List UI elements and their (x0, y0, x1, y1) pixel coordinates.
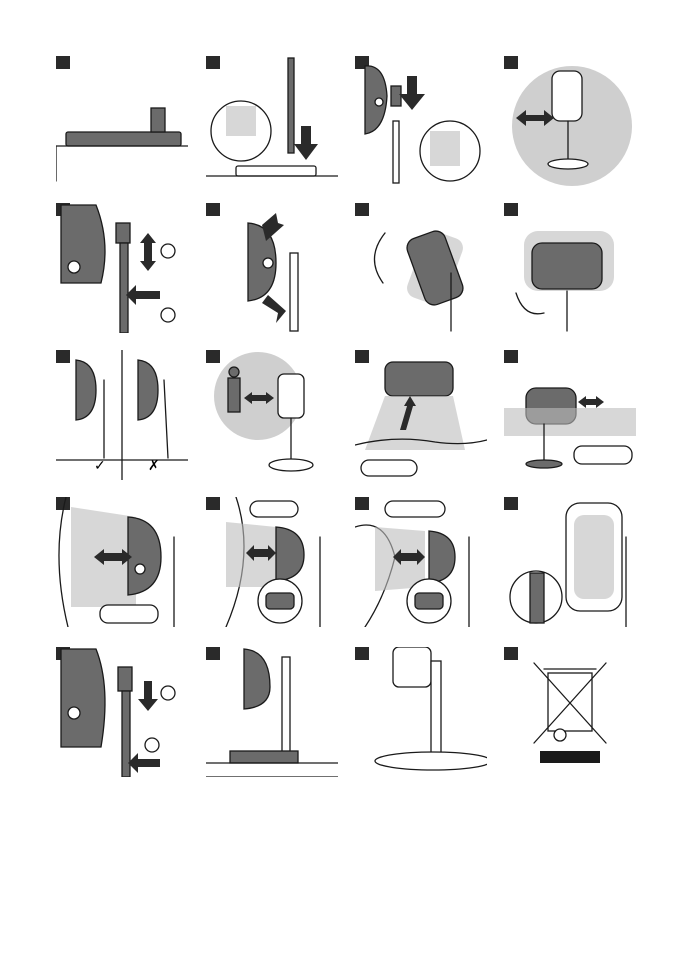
shoulder-treatment-illustration (355, 497, 487, 627)
panel-14-side (206, 497, 338, 627)
panel-4-distance (504, 56, 636, 186)
storage-illustration (355, 647, 487, 777)
panel-8-swivel (504, 203, 636, 333)
attach-head-illustration (355, 56, 487, 186)
lock-illustration (504, 497, 636, 627)
panel-7-rotate (355, 203, 487, 333)
panel-20-disposal (504, 647, 636, 777)
panel-16-lock (504, 497, 636, 627)
arrow-down-icon (262, 295, 286, 323)
crossed-out-wheelie-bin-icon (504, 647, 636, 777)
panel-18-retract (206, 647, 338, 777)
rotate-illustration (355, 203, 487, 333)
lying-illustration (504, 350, 636, 480)
distance-illustration (504, 56, 636, 186)
arrow-left-icon (128, 753, 160, 773)
panel-17-lower (56, 647, 188, 777)
arrow-down-icon (399, 76, 425, 110)
up-down-arrow-icon (140, 233, 156, 271)
pole-into-base-illustration (206, 56, 338, 186)
cross-mark-icon: ✗ (148, 457, 160, 473)
side-treatment-illustration (206, 497, 338, 627)
check-mark-icon: ✓ (94, 457, 106, 473)
double-arrow-icon (578, 396, 604, 408)
tilt-illustration (206, 203, 338, 333)
panel-11-face-down (355, 350, 487, 480)
panel-19-storage (355, 647, 487, 777)
correct-incorrect-illustration: ✓ ✗ (56, 350, 188, 480)
retracted-illustration (206, 647, 338, 777)
panel-6-tilt (206, 203, 338, 333)
panel-1-unboxing (56, 56, 188, 186)
arrow-down-icon (294, 126, 318, 160)
panel-2-insert-pole (206, 56, 338, 186)
panel-5-adjust-height (56, 203, 188, 333)
back-treatment-illustration (56, 497, 188, 627)
arrow-down-icon (138, 681, 158, 711)
face-down-illustration (355, 350, 487, 480)
lower-height-illustration (56, 647, 188, 777)
panel-15-shoulder (355, 497, 487, 627)
panel-3-attach-head (355, 56, 487, 186)
panel-13-back (56, 497, 188, 627)
arrow-left-icon (126, 285, 160, 305)
user-distance-illustration (206, 350, 338, 480)
height-adjust-illustration (56, 203, 188, 333)
panel-9-right-wrong: ✓ ✗ (56, 350, 188, 480)
device-in-box-illustration (56, 56, 188, 186)
panel-12-lying (504, 350, 636, 480)
swivel-illustration (504, 203, 636, 333)
panel-10-user-distance (206, 350, 338, 480)
arrow-up-icon (262, 213, 284, 241)
